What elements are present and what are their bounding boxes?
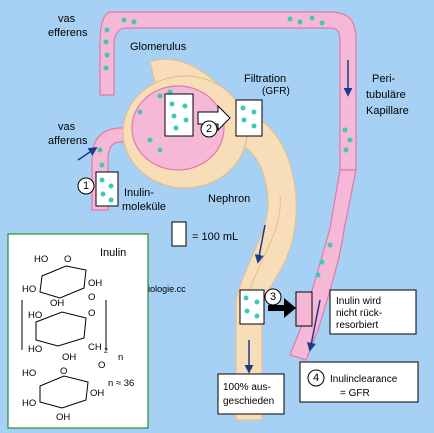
capillary-vas-efferens — [99, 11, 357, 171]
step-3-marker: 3 — [264, 288, 282, 306]
label-filtration: Filtration — [244, 73, 286, 85]
svg-text:vas: vas — [58, 121, 76, 133]
n-value: n ≈ 36 — [108, 378, 134, 389]
svg-text:100% aus-: 100% aus- — [223, 382, 271, 393]
svg-text:nicht rück-: nicht rück- — [336, 308, 382, 319]
svg-text:OH: OH — [56, 412, 70, 423]
svg-text:moleküle: moleküle — [122, 201, 166, 213]
svg-text:4: 4 — [313, 372, 319, 384]
capillary-sample-box — [295, 291, 313, 327]
svg-text:3: 3 — [270, 291, 276, 303]
svg-text:OH: OH — [50, 298, 64, 309]
inulin-structure-panel — [7, 233, 149, 429]
sample-box-filtrate — [235, 99, 263, 137]
svg-text:O: O — [98, 360, 105, 371]
svg-text:O: O — [64, 254, 71, 265]
inulin-ring-top — [39, 265, 87, 299]
svg-text:geschieden: geschieden — [223, 396, 274, 407]
svg-text:afferens: afferens — [48, 135, 88, 147]
svg-text:1: 1 — [83, 180, 89, 192]
step-2-marker: 2 — [200, 120, 218, 138]
svg-text:n: n — [118, 352, 123, 363]
inulinclearance-line2: = GFR — [340, 388, 370, 399]
sample-box-1 — [95, 171, 119, 207]
svg-text:HO: HO — [22, 284, 36, 295]
svg-text:HO: HO — [22, 398, 36, 409]
svg-text:HO: HO — [28, 344, 42, 355]
flow-arrow-tubule — [254, 224, 266, 264]
svg-text:HO: HO — [28, 310, 42, 321]
svg-text:Inulin wird: Inulin wird — [336, 296, 381, 307]
inulin-ring-middle — [21, 300, 107, 350]
svg-text:Peri-: Peri- — [372, 73, 396, 85]
svg-text:HO: HO — [22, 368, 36, 379]
svg-text:O: O — [60, 366, 67, 377]
label-nephron: Nephron — [208, 193, 250, 205]
svg-text:efferens: efferens — [48, 27, 88, 39]
label-vas-efferens: vas efferens — [48, 13, 88, 39]
volume-legend-text: = 100 mL — [192, 231, 238, 243]
step-1-marker: 1 — [77, 177, 95, 195]
svg-text:2: 2 — [206, 123, 212, 135]
sample-box-tubule — [239, 289, 265, 325]
sample-box-glomerulus — [164, 93, 194, 137]
volume-legend-box — [171, 221, 187, 247]
label-vas-afferens: vas afferens — [48, 121, 88, 147]
flow-arrow-capillary-down — [306, 299, 321, 352]
box-excreted — [217, 373, 285, 415]
flow-arrow-afferens — [77, 147, 98, 161]
inulin-ring-bottom — [39, 375, 89, 409]
svg-text:OH: OH — [62, 352, 76, 363]
step-4-marker: 4 — [307, 369, 325, 387]
box-not-reabsorbed — [329, 289, 417, 335]
svg-text:O: O — [88, 292, 95, 303]
svg-text:Inulin-: Inulin- — [124, 187, 154, 199]
svg-text:Kapillare: Kapillare — [366, 105, 409, 117]
copyright: © physiologie.cc — [120, 284, 186, 294]
reabsorption-arrow — [268, 298, 296, 318]
label-peritubulaere-kapillare: Peri- tubuläre Kapillare — [366, 73, 409, 117]
svg-text:CH: CH — [88, 342, 102, 353]
svg-text:tubuläre: tubuläre — [366, 89, 406, 101]
svg-text:OH: OH — [88, 278, 102, 289]
inulin-title: Inulin — [100, 247, 126, 259]
svg-text:O: O — [88, 308, 95, 319]
label-inulin-molekuele: Inulin- moleküle — [122, 187, 166, 213]
inulinclearance-line1: Inulinclearance — [330, 374, 398, 385]
label-gfr: (GFR) — [262, 86, 290, 97]
svg-text:OH: OH — [90, 388, 104, 399]
svg-text:2: 2 — [104, 348, 108, 355]
svg-text:vas: vas — [58, 13, 76, 25]
label-glomerulus: Glomerulus — [130, 41, 187, 53]
svg-text:resorbiert: resorbiert — [336, 320, 378, 331]
svg-text:HO: HO — [34, 254, 48, 265]
